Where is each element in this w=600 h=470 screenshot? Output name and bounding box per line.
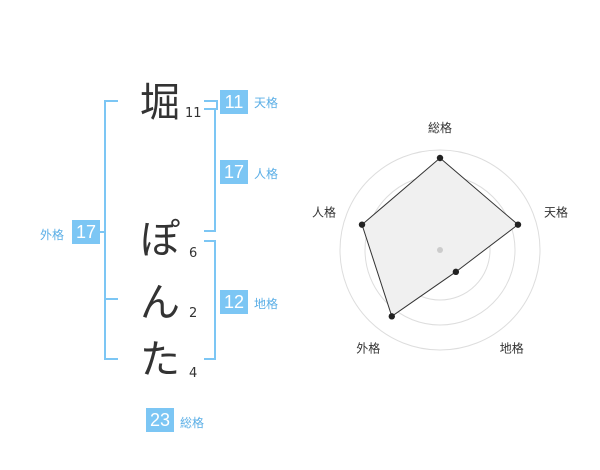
radar-axis-label-5: 人格 xyxy=(312,204,336,219)
radar-axis-label-3: 地格 xyxy=(500,341,524,356)
radar-center-dot xyxy=(437,247,443,253)
radar-point-2 xyxy=(514,221,522,228)
gaikaku-bracket-vertical xyxy=(104,100,106,360)
jinkaku-bracket-vertical xyxy=(214,108,216,232)
name-char-2: ぽ xyxy=(140,217,180,263)
gaikaku-bracket-top xyxy=(104,100,118,102)
gaikaku-value: 17 xyxy=(72,220,100,244)
radar-area xyxy=(361,157,519,318)
stroke-count-1: 11 xyxy=(185,106,202,121)
gaikaku-connector xyxy=(98,231,106,233)
gaikaku-bracket-bottom xyxy=(104,358,118,360)
chikaku-bracket-top xyxy=(204,240,216,242)
chikaku-bracket-vertical xyxy=(214,240,216,360)
jinkaku-label: 人格 xyxy=(254,167,279,181)
name-char-4: た xyxy=(140,337,180,383)
chikaku-bracket-bottom xyxy=(204,358,216,360)
name-char-1: 堀 xyxy=(140,80,180,126)
radar-axis-label-1: 総格 xyxy=(428,120,452,135)
soukaku-label: 総格 xyxy=(180,416,205,430)
jinkaku-bracket-top xyxy=(204,108,216,110)
name-char-3: ん xyxy=(140,280,180,326)
radar-axis-label-4: 外格 xyxy=(356,341,380,356)
radar-axis-label-2: 天格 xyxy=(544,204,568,219)
tenkaku-value: 11 xyxy=(220,90,248,114)
radar-point-5 xyxy=(358,221,366,228)
stroke-count-3: 2 xyxy=(189,306,198,321)
stroke-count-4: 4 xyxy=(189,366,198,381)
jinkaku-value: 17 xyxy=(220,160,248,184)
soukaku-value: 23 xyxy=(146,408,174,432)
tenkaku-bracket-vertical xyxy=(216,100,218,110)
chikaku-label: 地格 xyxy=(254,297,279,311)
gaikaku-bracket-mid xyxy=(104,298,118,300)
gaikaku-label: 外格 xyxy=(40,228,65,242)
stroke-count-2: 6 xyxy=(189,246,198,261)
jinkaku-bracket-bottom xyxy=(204,230,216,232)
tenkaku-bracket-top xyxy=(204,100,218,102)
radar-ring-4 xyxy=(339,149,541,351)
tenkaku-label: 天格 xyxy=(254,96,279,110)
chikaku-value: 12 xyxy=(220,290,248,314)
radar-point-4 xyxy=(388,313,396,320)
radar-point-1 xyxy=(436,154,444,162)
radar-point-3 xyxy=(452,268,460,276)
